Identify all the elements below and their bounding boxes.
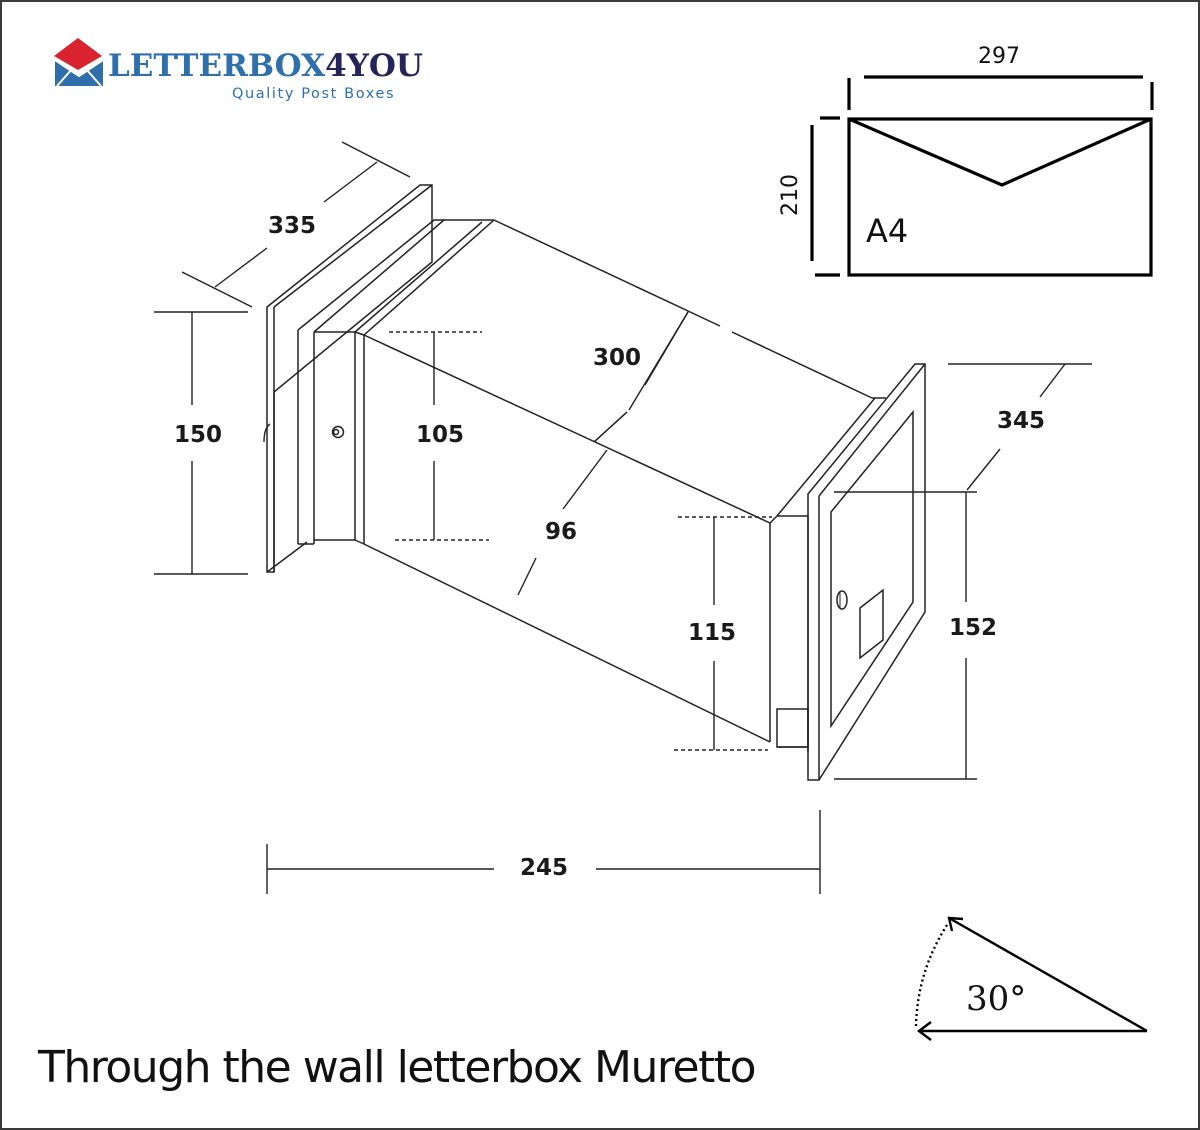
dim-overall-length: 245 [520,855,569,881]
front-lock-icon [836,590,848,610]
brand-name-part2: 4YOU [325,48,423,84]
brand-logo: LETTERBOX4YOU Quality Post Boxes [52,36,432,106]
dim-body-length: 300 [593,345,642,371]
dim-front-plate-height: 152 [949,615,998,641]
angle-label: 30° [966,979,1027,1019]
dim-front-inner-height: 115 [688,620,737,646]
dimension-lines [154,141,1092,894]
front-plate [776,363,926,781]
letterbox-body [354,219,886,743]
brand-name: LETTERBOX4YOU [108,46,423,86]
back-lock-icon [331,425,345,439]
a4-width-label: 297 [978,44,1020,69]
dim-back-plate-height: 150 [174,422,223,448]
name-plate [859,588,884,660]
dim-back-plate-depth: 335 [268,213,317,239]
dim-inner-opening-height: 105 [416,422,465,448]
a4-label: A4 [866,212,909,250]
dim-front-plate-width: 345 [997,408,1046,434]
a4-height-label: 210 [778,174,803,216]
back-frame [297,219,485,545]
brand-name-part1: LETTERBOX [108,48,326,84]
diagram-title: Through the wall letterbox Muretto [38,1042,757,1093]
dim-body-width: 96 [545,519,578,545]
brand-tagline: Quality Post Boxes [232,86,396,102]
angle-indicator [914,916,1148,1041]
a4-envelope [810,75,1154,277]
envelope-house-icon [54,38,104,87]
back-plate [263,184,433,573]
